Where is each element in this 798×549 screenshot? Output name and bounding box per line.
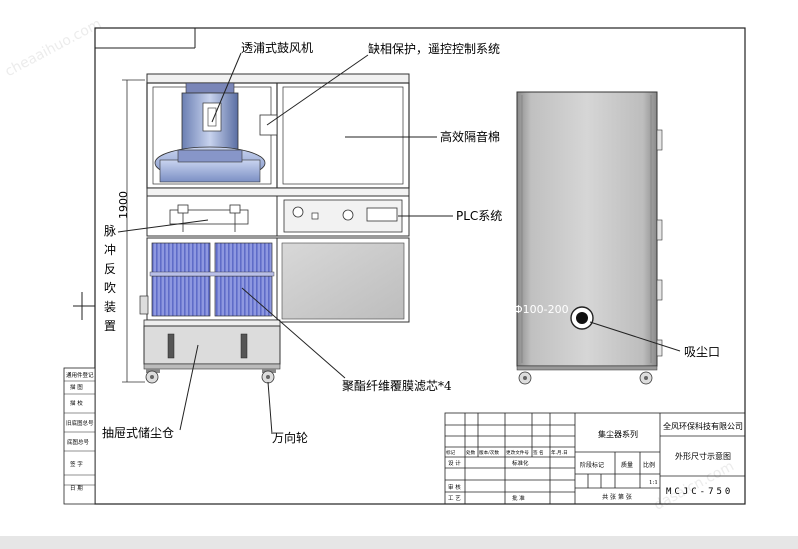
caster-left — [145, 369, 160, 384]
label-plc: PLC系统 — [456, 209, 502, 223]
front-view — [139, 73, 410, 384]
tb-rev-header: 标记 — [446, 449, 456, 456]
tb-approve: 批 准 — [512, 494, 525, 502]
tb-revision-headers: 标记 处数版本/次数更改文件号签 名年.月.日 — [446, 449, 568, 456]
tb-scale-value: 1:1 — [649, 480, 658, 486]
tb-rev-header: 更改文件号 — [506, 449, 529, 456]
pulse-manifold — [169, 209, 249, 225]
diameter-dim-label: Φ100-200 — [514, 303, 569, 316]
strip-cell-2: 描 校 — [70, 399, 83, 407]
tb-process: 工 艺 — [448, 495, 461, 502]
tb-rev-header: 年.月.日 — [551, 449, 568, 456]
label-sound-cotton: 高效隔音棉 — [440, 129, 500, 144]
side-view: Φ100-200 — [514, 91, 663, 385]
filter-cartridge-2 — [214, 242, 273, 274]
label-pulse-char: 装 — [104, 300, 116, 314]
strip-cell-1: 描 图 — [70, 383, 83, 391]
label-pulse-char: 冲 — [104, 242, 116, 257]
side-inlet — [139, 295, 149, 315]
tb-drawing-title: 外形尺寸示意图 — [675, 451, 731, 461]
strip-cell-0: 通用件登记 — [66, 371, 94, 379]
tb-sheet: 共 张 第 张 — [602, 493, 632, 501]
strip-cell-5: 签 字 — [70, 460, 83, 468]
caster-right — [261, 369, 276, 384]
tb-series: 集尘器系列 — [598, 429, 638, 439]
drawing-frame — [94, 27, 746, 505]
tb-company: 全风环保科技有限公司 — [663, 421, 743, 431]
label-pulse-char: 置 — [104, 319, 116, 333]
strip-cell-6: 日 期 — [70, 485, 83, 492]
tb-stage: 阶段标记 — [580, 461, 604, 469]
tb-rev-header: 签 名 — [533, 449, 544, 456]
dust-drawer — [143, 325, 281, 365]
strip-cell-3: 旧底图总号 — [66, 419, 94, 427]
tb-rev-header: 版本/次数 — [479, 449, 499, 456]
label-filter: 聚酯纤维覆膜滤芯*4 — [342, 379, 452, 393]
label-caster: 万向轮 — [272, 430, 308, 445]
label-blower: 透浦式鼓风机 — [241, 41, 313, 55]
control-box — [259, 114, 278, 136]
strip-cell-4: 底图总号 — [67, 438, 90, 446]
tb-standardize: 标准化 — [512, 459, 529, 467]
blower-motor — [154, 82, 266, 183]
label-phase-protect: 缺相保护，遥控控制系统 — [368, 41, 500, 56]
label-pulse-char: 脉 — [104, 223, 116, 238]
label-suction: 吸尘口 — [684, 345, 720, 359]
left-strip-table: 通用件登记 描 图 描 校 旧底图总号 底图总号 签 字 日 期 — [63, 367, 96, 505]
tb-design: 设 计 — [448, 459, 461, 467]
tb-drawing-no: MCJC-750 — [666, 487, 733, 497]
tb-rev-header: 处数 — [466, 449, 476, 456]
label-pulse-char: 反 — [104, 262, 116, 276]
bottom-bar — [0, 536, 798, 549]
tb-mass: 质量 — [621, 461, 633, 469]
title-block — [444, 412, 746, 505]
height-dim-label: 1900 — [117, 191, 130, 219]
tb-review: 审 核 — [448, 483, 461, 491]
label-pulse-char: 吹 — [104, 281, 116, 295]
label-drawer: 抽屉式储尘仓 — [102, 425, 174, 440]
leader-lines — [117, 52, 681, 435]
filter-cartridge-3 — [151, 275, 211, 317]
filter-cartridge-1 — [151, 242, 211, 274]
filter-cartridge-4 — [214, 275, 273, 317]
height-dimension: 1900 — [117, 79, 145, 383]
tb-scale: 比例 — [643, 461, 655, 469]
